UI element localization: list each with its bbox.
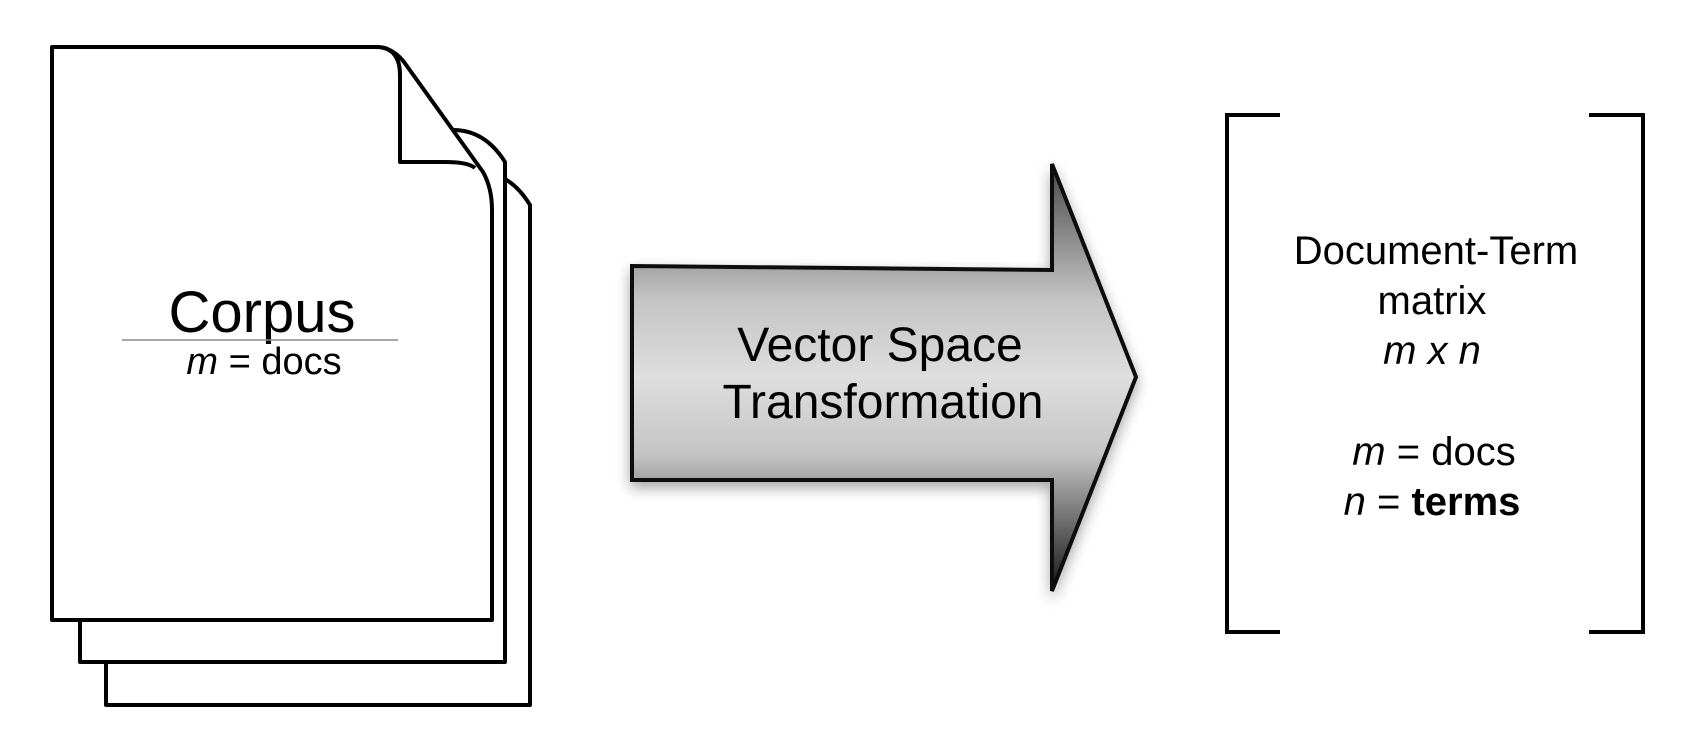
matrix-brackets [1225,113,1645,634]
transformation-label-line2: Transformation [723,376,1044,429]
corpus-subtitle: m = docs [186,341,341,383]
matrix-right-bracket [1589,113,1645,634]
document-fold-corner [375,45,477,170]
matrix-m-definition: m = docs [1352,430,1515,474]
matrix-dimensions: m x n [1383,329,1481,373]
matrix-n-definition: n = terms [1344,480,1521,524]
matrix-title: Document-Term matrix [1294,229,1579,323]
corpus-m-definition: = docs [218,341,342,383]
corpus-m-variable: m [186,341,218,383]
matrix-n-meaning: terms [1411,480,1520,524]
corpus-title: Corpus [169,280,356,345]
matrix-n-variable: n [1344,480,1366,524]
transformation-arrow [630,163,1139,592]
transformation-label-line1: Vector Space [737,319,1023,372]
matrix-title-line2: matrix [1378,279,1487,323]
matrix-m-variable: m [1352,430,1385,474]
matrix-left-bracket [1225,113,1280,634]
matrix-title-line1: Document-Term [1294,229,1579,273]
matrix-n-equals: = [1366,480,1412,524]
matrix-m-meaning: = docs [1386,430,1516,474]
corpus-document-stack [50,45,532,707]
